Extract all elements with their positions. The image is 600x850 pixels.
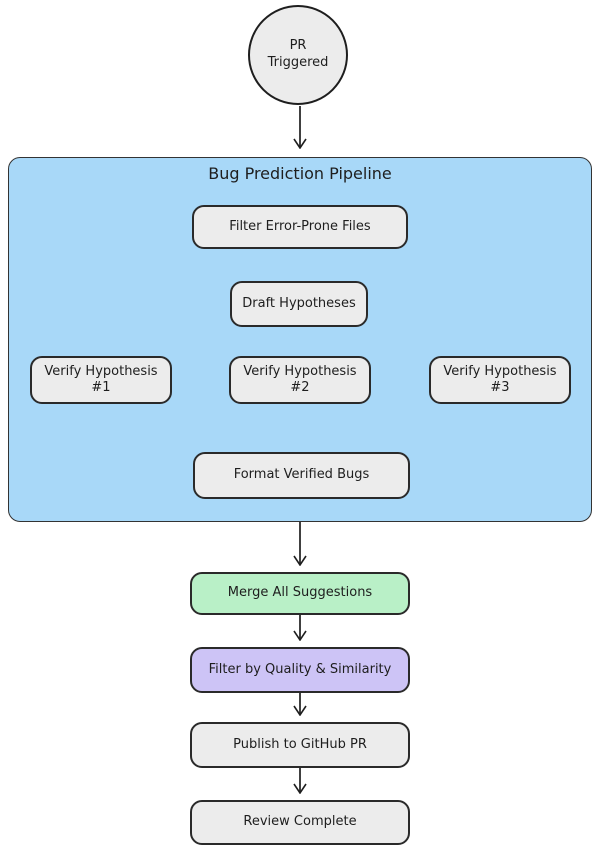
node-format-verified-bugs-label: Format Verified Bugs <box>233 467 370 483</box>
node-filter-error-prone-files: Filter Error-Prone Files <box>192 205 408 249</box>
node-verify-hypothesis-1: Verify Hypothesis #1 <box>30 356 172 404</box>
node-verify-hypothesis-1-label: Verify Hypothesis #1 <box>44 363 158 395</box>
node-review-complete: Review Complete <box>190 800 410 845</box>
node-pr-triggered-label: PR Triggered <box>267 38 329 70</box>
node-verify-hypothesis-3: Verify Hypothesis #3 <box>429 356 571 404</box>
node-draft-hypotheses: Draft Hypotheses <box>230 281 368 327</box>
node-draft-hypotheses-label: Draft Hypotheses <box>242 295 356 311</box>
node-publish-to-github-pr: Publish to GitHub PR <box>190 722 410 768</box>
node-verify-hypothesis-2-label: Verify Hypothesis #2 <box>243 363 357 395</box>
node-merge-all-suggestions-label: Merge All Suggestions <box>227 585 373 601</box>
node-merge-all-suggestions: Merge All Suggestions <box>190 572 410 615</box>
node-verify-hypothesis-3-label: Verify Hypothesis #3 <box>443 363 557 395</box>
node-pr-triggered: PR Triggered <box>248 5 348 105</box>
node-review-complete-label: Review Complete <box>243 814 357 830</box>
node-format-verified-bugs: Format Verified Bugs <box>193 452 410 499</box>
node-filter-by-quality-similarity-label: Filter by Quality & Similarity <box>208 661 392 677</box>
node-verify-hypothesis-2: Verify Hypothesis #2 <box>229 356 371 404</box>
node-publish-to-github-pr-label: Publish to GitHub PR <box>233 736 367 752</box>
node-filter-by-quality-similarity: Filter by Quality & Similarity <box>190 647 410 693</box>
node-filter-error-prone-files-label: Filter Error-Prone Files <box>229 218 371 234</box>
pipeline-title: Bug Prediction Pipeline <box>208 164 392 183</box>
